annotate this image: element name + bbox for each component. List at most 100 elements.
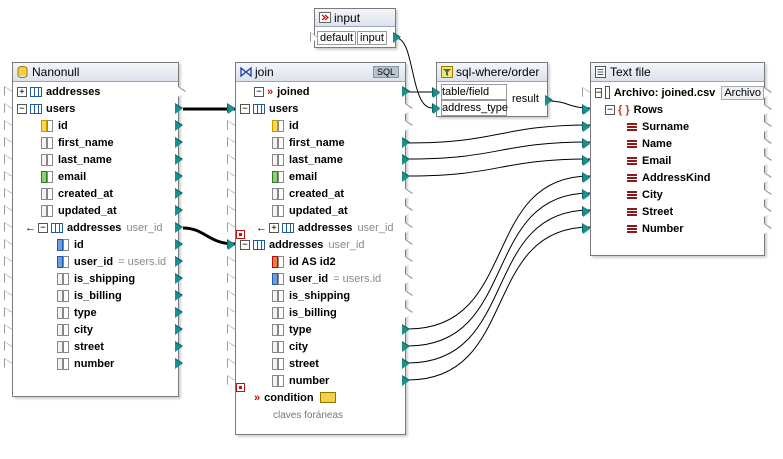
nanonull-row[interactable]: +addresses [13, 83, 178, 100]
connector-pin[interactable] [764, 173, 771, 183]
nanonull-row[interactable]: updated_at [13, 202, 178, 219]
connector-pin[interactable] [764, 207, 771, 217]
connector-pin[interactable] [311, 33, 318, 43]
connector-pin[interactable] [228, 240, 235, 250]
connector-pin[interactable] [5, 121, 12, 131]
connector-pin[interactable] [5, 291, 12, 301]
collapse-toggle[interactable]: − [595, 87, 603, 98]
expand-toggle[interactable]: + [269, 222, 279, 233]
connector-pin[interactable] [178, 87, 185, 97]
key-icon[interactable] [319, 392, 336, 403]
connector-pin[interactable] [405, 308, 412, 318]
connector-pin[interactable] [5, 308, 12, 318]
connector-pin[interactable] [175, 189, 182, 199]
join-row[interactable]: created_at [236, 185, 405, 202]
join-header[interactable]: join SQL [236, 63, 405, 82]
connector-pin[interactable] [764, 224, 771, 234]
collapse-toggle[interactable]: − [38, 222, 48, 233]
text-file-field[interactable]: Name [591, 135, 764, 152]
join-row[interactable]: »condition [236, 389, 405, 406]
connector-pin[interactable] [402, 325, 409, 335]
connector-pin[interactable] [5, 223, 12, 233]
connector-pin[interactable] [175, 342, 182, 352]
connector-pin[interactable] [405, 206, 412, 216]
connector-pin[interactable] [228, 104, 235, 114]
nanonull-row[interactable]: first_name [13, 134, 178, 151]
connector-pin[interactable] [5, 104, 12, 114]
connector-pin[interactable] [228, 189, 235, 199]
connector-pin[interactable] [405, 223, 412, 233]
connector-pin[interactable] [433, 88, 440, 98]
nanonull-row[interactable]: user_id= users.id [13, 253, 178, 270]
connector-pin[interactable] [405, 291, 412, 301]
input-output-port[interactable]: input [357, 30, 387, 45]
connector-pin[interactable] [228, 376, 235, 386]
connector-pin[interactable] [5, 359, 12, 369]
join-row[interactable]: updated_at [236, 202, 405, 219]
connector-pin[interactable] [583, 139, 590, 149]
input-component[interactable]: input default input [310, 8, 401, 48]
join-row[interactable]: id AS id2 [236, 253, 405, 270]
connector-pin[interactable] [228, 121, 235, 131]
result-port[interactable]: result [512, 93, 539, 105]
connector-pin[interactable] [5, 342, 12, 352]
connector-pin[interactable] [764, 88, 771, 98]
join-row[interactable]: −users [236, 100, 405, 117]
connector-pin[interactable] [583, 88, 590, 98]
connector-pin[interactable] [583, 122, 590, 132]
nanonull-row[interactable]: email [13, 168, 178, 185]
connector-pin[interactable] [175, 257, 182, 267]
nanonull-row[interactable]: is_shipping [13, 270, 178, 287]
join-row[interactable]: type [236, 321, 405, 338]
collapse-toggle[interactable]: − [240, 103, 250, 114]
collapse-toggle[interactable]: − [605, 104, 615, 115]
connector-pin[interactable] [175, 325, 182, 335]
connector-pin[interactable] [5, 189, 12, 199]
text-file-field[interactable]: Email [591, 152, 764, 169]
address-type-port[interactable]: address_type [441, 100, 509, 116]
connector-pin[interactable] [175, 138, 182, 148]
connector-pin[interactable] [175, 223, 182, 233]
nanonull-row[interactable]: is_billing [13, 287, 178, 304]
connector-pin[interactable] [228, 359, 235, 369]
join-row[interactable]: number [236, 372, 405, 389]
rows-node[interactable]: − { } Rows [605, 101, 764, 118]
connector-pin[interactable] [764, 139, 771, 149]
connector-pin[interactable] [764, 156, 771, 166]
join-row[interactable]: −»joined [236, 83, 405, 100]
connector-pin[interactable] [5, 240, 12, 250]
connector-pin[interactable] [393, 33, 400, 43]
expand-toggle[interactable]: + [17, 86, 27, 97]
connector-pin[interactable] [228, 223, 235, 233]
connector-pin[interactable] [5, 325, 12, 335]
connector-pin[interactable] [175, 121, 182, 131]
nanonull-row[interactable]: id [13, 236, 178, 253]
connector-pin[interactable] [764, 122, 771, 132]
join-row[interactable]: street [236, 355, 405, 372]
connector-pin[interactable] [175, 308, 182, 318]
text-file-field[interactable]: AddressKind [591, 169, 764, 186]
connector-pin[interactable] [405, 189, 412, 199]
nanonull-row[interactable]: created_at [13, 185, 178, 202]
connector-pin[interactable] [405, 274, 412, 284]
connector-pin[interactable] [175, 172, 182, 182]
connector-pin[interactable] [583, 224, 590, 234]
connector-pin[interactable] [5, 172, 12, 182]
text-file-field[interactable]: Surname [591, 118, 764, 135]
sql-where-component[interactable]: sql-where/order table/field address_type… [432, 62, 553, 117]
input-header[interactable]: input [315, 9, 395, 27]
connector-pin[interactable] [5, 274, 12, 284]
connector-pin[interactable] [5, 138, 12, 148]
nanonull-row[interactable]: last_name [13, 151, 178, 168]
collapse-toggle[interactable]: − [254, 86, 264, 97]
text-file-field[interactable]: Number [591, 220, 764, 237]
connector-pin[interactable] [228, 206, 235, 216]
connector-pin[interactable] [583, 156, 590, 166]
connector-pin[interactable] [405, 104, 412, 114]
connector-pin[interactable] [402, 87, 409, 97]
connector-pin[interactable] [228, 138, 235, 148]
connector-pin[interactable] [228, 325, 235, 335]
